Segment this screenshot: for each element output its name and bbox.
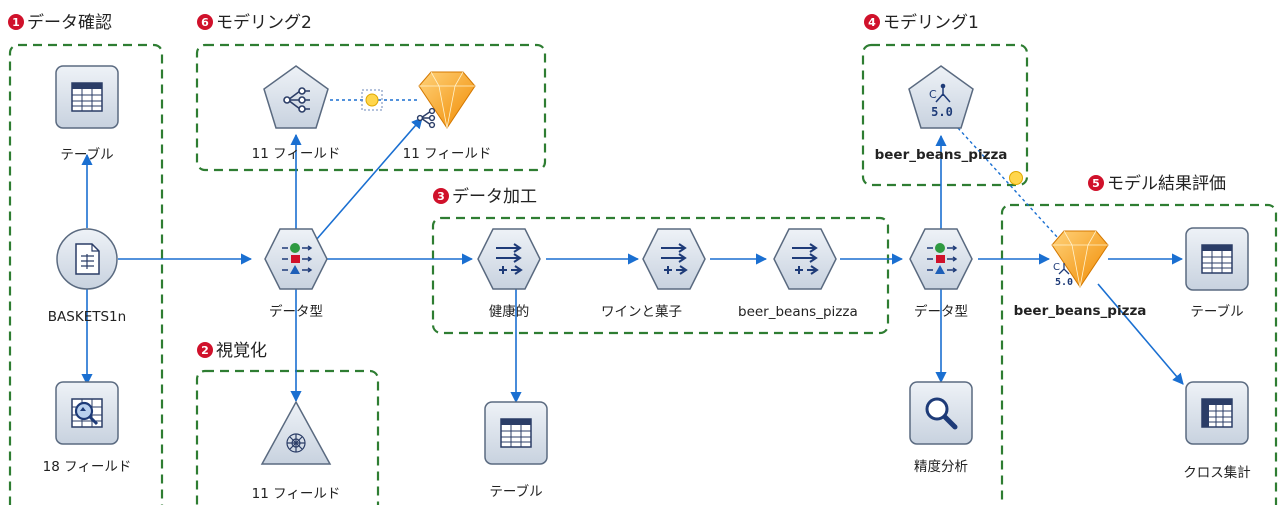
node-label: ワインと菓子 [601, 304, 682, 320]
node-baskets-source[interactable]: BASKETS1n [48, 228, 126, 325]
svg-text:2: 2 [201, 344, 209, 357]
node-label: テーブル [1190, 303, 1243, 320]
section-title-data-check: 1 データ確認 [8, 12, 112, 33]
section-title-modeling1: 4 モデリング1 [864, 12, 979, 33]
node-label: データ型 [914, 303, 968, 320]
group-model-eval [1000, 203, 1278, 505]
table-icon [500, 418, 532, 448]
svg-text:6: 6 [201, 16, 209, 29]
c5-model-nugget-icon [416, 107, 436, 129]
model-link-marker [361, 89, 1023, 185]
group-boxes [8, 43, 1278, 505]
section-title-modeling2: 6 モデリング2 [197, 12, 312, 33]
group-modeling2 [195, 43, 547, 172]
table-icon [71, 82, 103, 112]
svg-text:モデル結果評価: モデル結果評価 [1107, 173, 1226, 194]
node-table-right[interactable]: テーブル [1185, 227, 1249, 320]
type-icon [927, 243, 958, 274]
node-derive-healthy[interactable]: 健康的 [477, 228, 541, 320]
node-table-mid[interactable]: テーブル [484, 401, 548, 500]
web-graph-icon [286, 433, 306, 453]
svg-text:1: 1 [12, 16, 20, 29]
svg-text:データ加工: データ加工 [452, 186, 537, 207]
table-icon [1201, 244, 1233, 274]
node-label: 11 フィールド [252, 486, 341, 502]
derive-icon [661, 243, 688, 275]
derive-icon [792, 243, 819, 275]
node-c5-model-nugget-1[interactable]: C 5.0 beer_beans_pizza [1014, 230, 1147, 319]
section-title-data-process: 3 データ加工 [433, 186, 537, 207]
node-table-top[interactable]: テーブル [55, 65, 119, 163]
c5-model-nugget-icon: C 5.0 [1053, 262, 1073, 288]
node-derive-beer-beans-pizza[interactable]: beer_beans_pizza [738, 228, 858, 320]
node-label: beer_beans_pizza [738, 304, 858, 320]
node-data-audit-18[interactable]: 18 フィールド [43, 381, 132, 475]
type-icon [282, 243, 313, 274]
section-title-visualize: 2 視覚化 [197, 341, 267, 361]
node-label: 11 フィールド [252, 146, 341, 162]
node-crosstab[interactable]: クロス集計 [1183, 381, 1251, 481]
svg-text:4: 4 [868, 16, 876, 29]
group-data-check [8, 43, 164, 505]
node-label: 18 フィールド [43, 459, 132, 475]
c5-node-icon: C 5.0 [929, 83, 953, 119]
svg-text:5: 5 [1092, 177, 1100, 190]
svg-text:モデリング1: モデリング1 [883, 12, 979, 33]
node-label: テーブル [489, 483, 542, 500]
group-data-process [431, 216, 890, 335]
node-label: クロス集計 [1183, 465, 1251, 481]
node-accuracy-analysis[interactable]: 精度分析 [909, 381, 973, 475]
svg-text:C: C [929, 88, 937, 101]
svg-text:5.0: 5.0 [931, 105, 953, 119]
node-label: テーブル [60, 146, 113, 163]
svg-text:データ確認: データ確認 [27, 12, 112, 33]
c5-tree-icon [283, 87, 310, 113]
node-type-1[interactable]: データ型 [264, 228, 328, 320]
node-label: BASKETS1n [48, 309, 126, 325]
node-type-2[interactable]: データ型 [909, 228, 973, 320]
svg-text:3: 3 [437, 190, 445, 203]
node-label: 健康的 [489, 303, 530, 320]
node-label: データ型 [269, 303, 323, 320]
data-audit-icon [71, 398, 103, 428]
node-c5-model-nugget-2[interactable]: 11 フィールド [403, 71, 492, 162]
crosstab-icon [1201, 398, 1233, 428]
node-c5-modeling2[interactable]: 11 フィールド [252, 65, 341, 162]
svg-text:5.0: 5.0 [1055, 277, 1073, 288]
node-web-graph-11[interactable]: 11 フィールド [252, 400, 341, 502]
connectors [81, 117, 1184, 404]
node-label: beer_beans_pizza [875, 147, 1008, 163]
analysis-magnifier-icon [925, 397, 958, 430]
svg-text:モデリング2: モデリング2 [216, 12, 312, 33]
section-title-model-eval: 5 モデル結果評価 [1088, 173, 1226, 194]
node-derive-wine[interactable]: ワインと菓子 [601, 228, 706, 320]
svg-text:C: C [1053, 262, 1060, 273]
node-c5-modeling1[interactable]: C 5.0 beer_beans_pizza [875, 65, 1008, 163]
derive-icon [496, 243, 523, 275]
node-label: 11 フィールド [403, 146, 492, 162]
group-visualize [195, 369, 380, 505]
svg-text:視覚化: 視覚化 [216, 341, 267, 361]
file-source-icon [75, 243, 100, 275]
node-label: 精度分析 [914, 459, 968, 475]
node-label: beer_beans_pizza [1014, 303, 1147, 319]
